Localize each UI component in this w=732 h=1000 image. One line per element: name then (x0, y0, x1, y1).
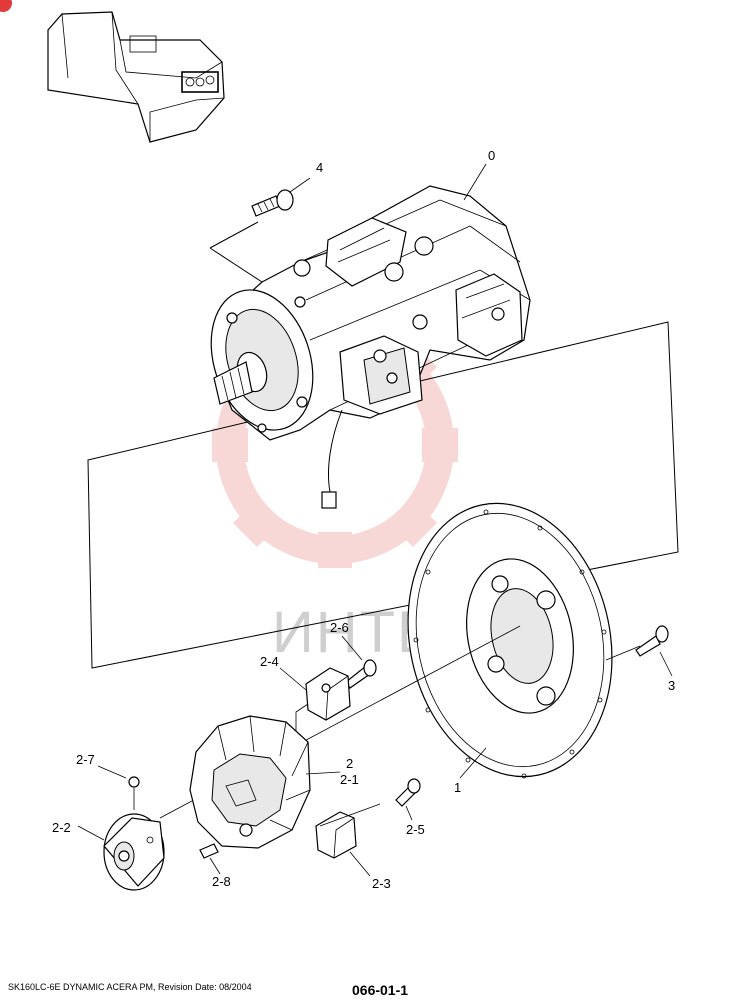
callout-2-8: 2-8 (212, 874, 231, 889)
hydraulic-pump-assembly (210, 163, 531, 509)
pin-part-2-8 (199, 843, 221, 875)
callout-2-1: 2-1 (340, 772, 359, 787)
hub-part-2-2 (77, 813, 165, 891)
excavator-upper-structure-icon (47, 11, 225, 143)
bolt-part-3 (605, 625, 673, 677)
red-corner-mark-icon (0, 0, 12, 12)
callout-1: 1 (454, 780, 461, 795)
callout-2-3: 2-3 (372, 876, 391, 891)
callout-2: 2 (346, 756, 353, 771)
bolt-part-2-5 (395, 778, 421, 821)
set-screw-part-2-7 (97, 765, 140, 810)
bolt-part-4 (251, 177, 311, 217)
callout-2-2: 2-2 (52, 820, 71, 835)
coupling-element-part-2-1 (189, 715, 341, 849)
assembly-frame-lines (87, 221, 679, 669)
bracket-part-2-4 (279, 667, 351, 740)
callout-2-7: 2-7 (76, 752, 95, 767)
footer-page-code: 066-01-1 (352, 982, 409, 998)
bracket-part-2-3 (315, 803, 381, 877)
callout-0: 0 (488, 148, 495, 163)
callout-2-6: 2-6 (330, 620, 349, 635)
callout-4: 4 (316, 160, 323, 175)
callout-2-4: 2-4 (260, 654, 279, 669)
callout-2-5: 2-5 (406, 822, 425, 837)
footer-model-revision: SK160LC-6E DYNAMIC ACERA PM, Revision Da… (8, 982, 252, 992)
plate-bolt-holes (413, 509, 607, 779)
callout-3: 3 (668, 678, 675, 693)
flywheel-plate-part-1 (407, 502, 613, 779)
